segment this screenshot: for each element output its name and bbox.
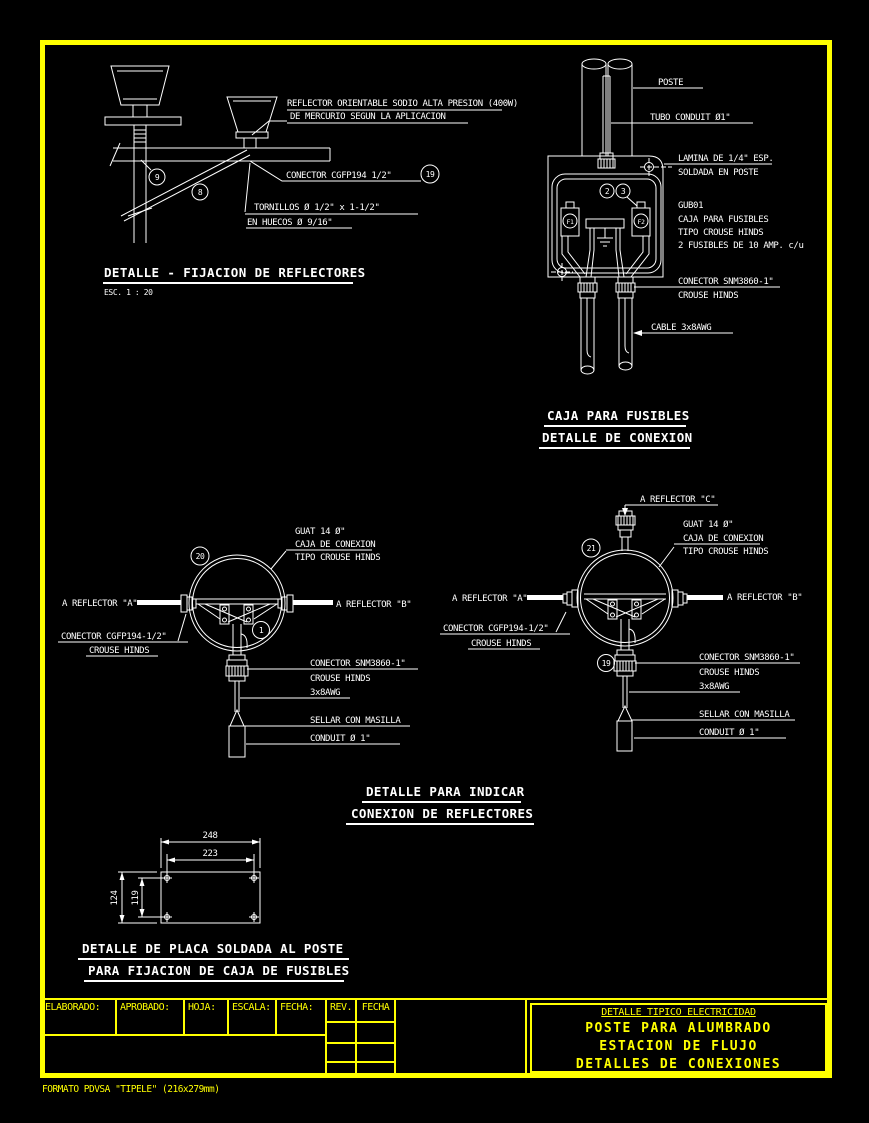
- title-block: ELABORADO: APROBADO: HOJA: ESCALA: FECHA…: [40, 998, 832, 1078]
- label-poste: POSTE: [658, 78, 683, 88]
- label-cgfp-left: CONECTOR CGFP194-1/2": [61, 632, 166, 642]
- junction-box-left-drawing: [58, 546, 418, 758]
- detail-b-caption2: DETALLE DE CONEXION: [542, 430, 693, 445]
- plate-caption2: PARA FIJACION DE CAJA DE FUSIBLES: [88, 963, 350, 978]
- label-reflector-c: A REFLECTOR "C": [640, 495, 715, 505]
- dim-119: 119: [131, 890, 141, 905]
- dim-223: 223: [202, 849, 217, 859]
- dim-124: 124: [110, 890, 120, 905]
- label-lamina-line2: SOLDADA EN POSTE: [678, 168, 758, 178]
- label-snm-right: CONECTOR SNM3860-1": [699, 653, 794, 663]
- balloon-2: 2: [605, 187, 610, 196]
- label-conduit-right: CONDUIT Ø 1": [699, 727, 759, 738]
- label-crouse-hinds: CROUSE HINDS: [678, 291, 738, 301]
- balloon-20: 20: [196, 552, 205, 561]
- label-reflector-b-left: A REFLECTOR "B": [336, 600, 411, 610]
- detail-b-caption1: CAJA PARA FUSIBLES: [547, 408, 690, 423]
- plate-caption1: DETALLE DE PLACA SOLDADA AL POSTE: [82, 941, 344, 956]
- format-note: FORMATO PDVSA "TIPELE" (216x279mm): [42, 1084, 220, 1095]
- dim-248: 248: [202, 831, 217, 841]
- fuse-f2-label: F2: [637, 218, 645, 226]
- junction-box-right-drawing: [440, 504, 800, 752]
- label-snm-left: CONECTOR SNM3860-1": [310, 659, 405, 669]
- rev-row1-cell: [325, 1021, 357, 1044]
- label-reflector-a-left: A REFLECTOR "A": [62, 599, 137, 609]
- label-awg-left: 3x8AWG: [310, 688, 340, 698]
- balloon-1: 1: [259, 626, 264, 635]
- balloon-21: 21: [587, 544, 596, 553]
- label-caja-conexion-right: CAJA DE CONEXION: [683, 534, 763, 544]
- label-conector-snm: CONECTOR SNM3860-1": [678, 277, 773, 287]
- rev-row2-fecha-cell: [355, 1042, 396, 1063]
- label-guat-left: GUAT 14 Ø": [295, 526, 345, 537]
- label-cgfp2-right: CROUSE HINDS: [471, 639, 531, 649]
- label-cgfp2-left: CROUSE HINDS: [89, 646, 149, 656]
- label-tipo-crouse: TIPO CROUSE HINDS: [678, 228, 763, 238]
- detail-a-title: DETALLE - FIJACION DE REFLECTORES: [104, 265, 366, 280]
- titleblock-cell-aprobado: APROBADO:: [115, 998, 185, 1036]
- titleblock-revfecha-header: FECHA: [355, 998, 396, 1023]
- rev-row3-cell: [325, 1061, 357, 1078]
- label-awg-right: 3x8AWG: [699, 682, 729, 692]
- drawing-title-line2: ESTACION DE FLUJO: [599, 1039, 758, 1054]
- connection-detail-caption-underlines: [346, 801, 534, 825]
- label-lamina-line1: LAMINA DE 1/4" ESP.: [678, 154, 773, 164]
- label-snm2-left: CROUSE HINDS: [310, 674, 370, 684]
- label-cable-awg: CABLE 3x8AWG: [651, 323, 711, 333]
- balloon-19: 19: [426, 170, 435, 179]
- label-reflector-b-right: A REFLECTOR "B": [727, 593, 802, 603]
- label-caja-conexion-left: CAJA DE CONEXION: [295, 540, 375, 550]
- rev-row1-fecha-cell: [355, 1021, 396, 1044]
- titleblock-cell-fecha: FECHA:: [275, 998, 327, 1036]
- titleblock-empty-cell: [394, 998, 527, 1078]
- label-reflector-line2: DE MERCURIO SEGUN LA APLICACION: [290, 112, 446, 122]
- label-sellar-left: SELLAR CON MASILLA: [310, 716, 401, 726]
- rev-row3-fecha-cell: [355, 1061, 396, 1078]
- reflector-fixing-detail-drawing: [103, 65, 502, 284]
- titleblock-signature-area: [40, 1034, 327, 1078]
- label-tornillos-line2: EN HUECOS Ø 9/16": [247, 217, 332, 228]
- balloon-3: 3: [621, 187, 626, 196]
- balloon-8: 8: [198, 188, 203, 197]
- titleblock-cell-hoja: HOJA:: [183, 998, 229, 1036]
- fuse-f1-label: F1: [566, 218, 574, 226]
- connection-caption2: CONEXION DE REFLECTORES: [351, 806, 533, 821]
- balloon-19-right: 19: [602, 659, 611, 668]
- sheet-border: [40, 40, 832, 1078]
- fuse-box-detail-drawing: [539, 58, 780, 449]
- label-tipo-crouse-right: TIPO CROUSE HINDS: [683, 547, 768, 557]
- detail-a-scale: ESC. 1 : 20: [104, 288, 153, 297]
- label-reflector-line1: REFLECTOR ORIENTABLE SODIO ALTA PRESION …: [287, 99, 518, 109]
- label-conector-cgfp: CONECTOR CGFP194 1/2": [286, 171, 391, 181]
- label-guat-right: GUAT 14 Ø": [683, 519, 733, 530]
- drawing-title-line3: DETALLES DE CONEXIONES: [575, 1057, 782, 1072]
- label-snm2-right: CROUSE HINDS: [699, 668, 759, 678]
- titleblock-cell-elaborado: ELABORADO:: [40, 998, 117, 1036]
- discipline-header: DETALLE TIPICO ELECTRICIDAD: [601, 1007, 756, 1018]
- titleblock-cell-escala: ESCALA:: [227, 998, 277, 1036]
- label-caja-fusibles: CAJA PARA FUSIBLES: [678, 215, 768, 225]
- drawing-title-line1: POSTE PARA ALUMBRADO: [585, 1021, 772, 1036]
- label-tubo-conduit: TUBO CONDUIT Ø1": [650, 112, 730, 123]
- titleblock-drawing-title-box: DETALLE TIPICO ELECTRICIDAD POSTE PARA A…: [525, 998, 832, 1078]
- drawing-title-inner-box: DETALLE TIPICO ELECTRICIDAD POSTE PARA A…: [530, 1003, 827, 1073]
- balloon-9: 9: [155, 173, 160, 182]
- label-tornillos-line1: TORNILLOS Ø 1/2" x 1-1/2": [254, 202, 379, 213]
- welded-plate-detail-drawing: [78, 838, 349, 982]
- label-tipo-crouse-left: TIPO CROUSE HINDS: [295, 553, 380, 563]
- label-conduit-left: CONDUIT Ø 1": [310, 733, 370, 744]
- label-reflector-a-right: A REFLECTOR "A": [452, 594, 527, 604]
- label-2-fusibles: 2 FUSIBLES DE 10 AMP. c/u: [678, 241, 803, 251]
- label-gub01: GUB01: [678, 201, 703, 211]
- label-cgfp-right: CONECTOR CGFP194-1/2": [443, 624, 548, 634]
- label-sellar-right: SELLAR CON MASILLA: [699, 710, 790, 720]
- rev-row2-cell: [325, 1042, 357, 1063]
- connection-caption1: DETALLE PARA INDICAR: [366, 784, 525, 799]
- titleblock-rev-header: REV.: [325, 998, 357, 1023]
